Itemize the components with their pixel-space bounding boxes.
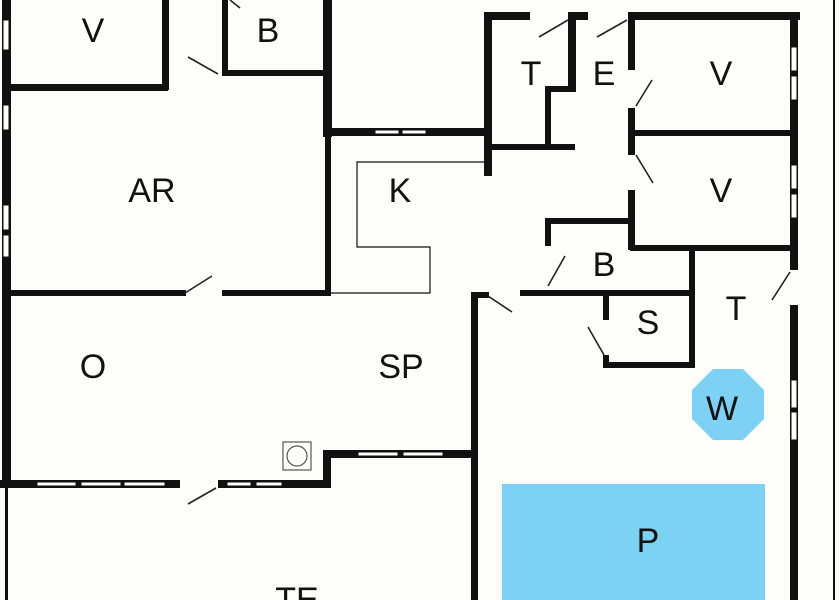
window [790, 379, 798, 409]
wall [222, 290, 330, 296]
wall [603, 362, 695, 368]
wall [630, 130, 795, 136]
door-swing [184, 275, 213, 294]
wall [471, 292, 489, 298]
window [2, 19, 10, 51]
wall [323, 450, 331, 488]
doors [184, 0, 791, 505]
window [402, 451, 444, 457]
wall [545, 86, 551, 148]
door-swing [229, 0, 241, 9]
wall [630, 245, 795, 251]
room-label-k: K [389, 172, 412, 210]
door-swing [635, 79, 653, 107]
room-label-sp: SP [378, 348, 423, 386]
window [2, 104, 10, 131]
wall [689, 248, 695, 368]
wall [628, 12, 635, 70]
wall [568, 12, 576, 92]
wall [833, 0, 835, 600]
window [36, 481, 77, 487]
window [226, 481, 252, 487]
windows [2, 19, 798, 487]
wall [10, 84, 168, 91]
window [401, 129, 427, 135]
window [255, 481, 283, 487]
room-label-b: B [593, 246, 616, 284]
wall [5, 488, 8, 600]
wall [323, 450, 478, 458]
room-label-s: S [637, 304, 660, 342]
room-label-t: T [521, 55, 542, 93]
door-swing [596, 19, 628, 38]
room-label-o: O [80, 348, 106, 386]
door-swing [771, 271, 791, 301]
room-label-p: P [637, 522, 660, 560]
room-label-te: TE [275, 581, 318, 600]
wall [603, 293, 609, 320]
wall [162, 0, 169, 90]
room-label-b: B [257, 12, 280, 50]
window [790, 193, 798, 219]
door-swing [187, 487, 217, 505]
kitchen-counter [331, 161, 487, 294]
wall [545, 86, 576, 92]
wall [545, 218, 551, 246]
window [2, 204, 10, 231]
wall [471, 292, 478, 600]
room-label-e: E [593, 55, 616, 93]
wall [323, 0, 332, 137]
wall [790, 12, 798, 270]
room-label-ar: AR [128, 172, 175, 210]
pool [502, 484, 765, 600]
wall [222, 0, 228, 76]
door-swing [547, 255, 566, 287]
wall [790, 305, 798, 600]
window [374, 129, 400, 135]
wall [325, 135, 331, 296]
wall [628, 12, 800, 20]
window [2, 234, 10, 258]
window [80, 481, 122, 487]
wall [568, 12, 588, 20]
door-swing [635, 154, 654, 184]
wall [10, 290, 186, 296]
stove [282, 441, 312, 471]
whirlpool [692, 369, 764, 440]
window [790, 411, 798, 441]
window [790, 75, 798, 101]
window [357, 451, 399, 457]
room-label-v: V [710, 55, 733, 93]
window [123, 481, 166, 487]
door-swing [487, 295, 513, 313]
wall [487, 144, 575, 150]
door-swing [538, 19, 569, 38]
room-label-w: W [706, 390, 738, 428]
window [790, 164, 798, 190]
wall [222, 70, 330, 76]
wall [484, 12, 492, 176]
room-label-t: T [726, 290, 747, 328]
wall [545, 218, 635, 224]
window [790, 46, 798, 72]
door-swing [187, 56, 219, 75]
wall [484, 12, 530, 20]
wall [603, 355, 609, 368]
room-label-v: V [82, 12, 105, 50]
room-label-v: V [710, 172, 733, 210]
door-swing [587, 326, 605, 356]
